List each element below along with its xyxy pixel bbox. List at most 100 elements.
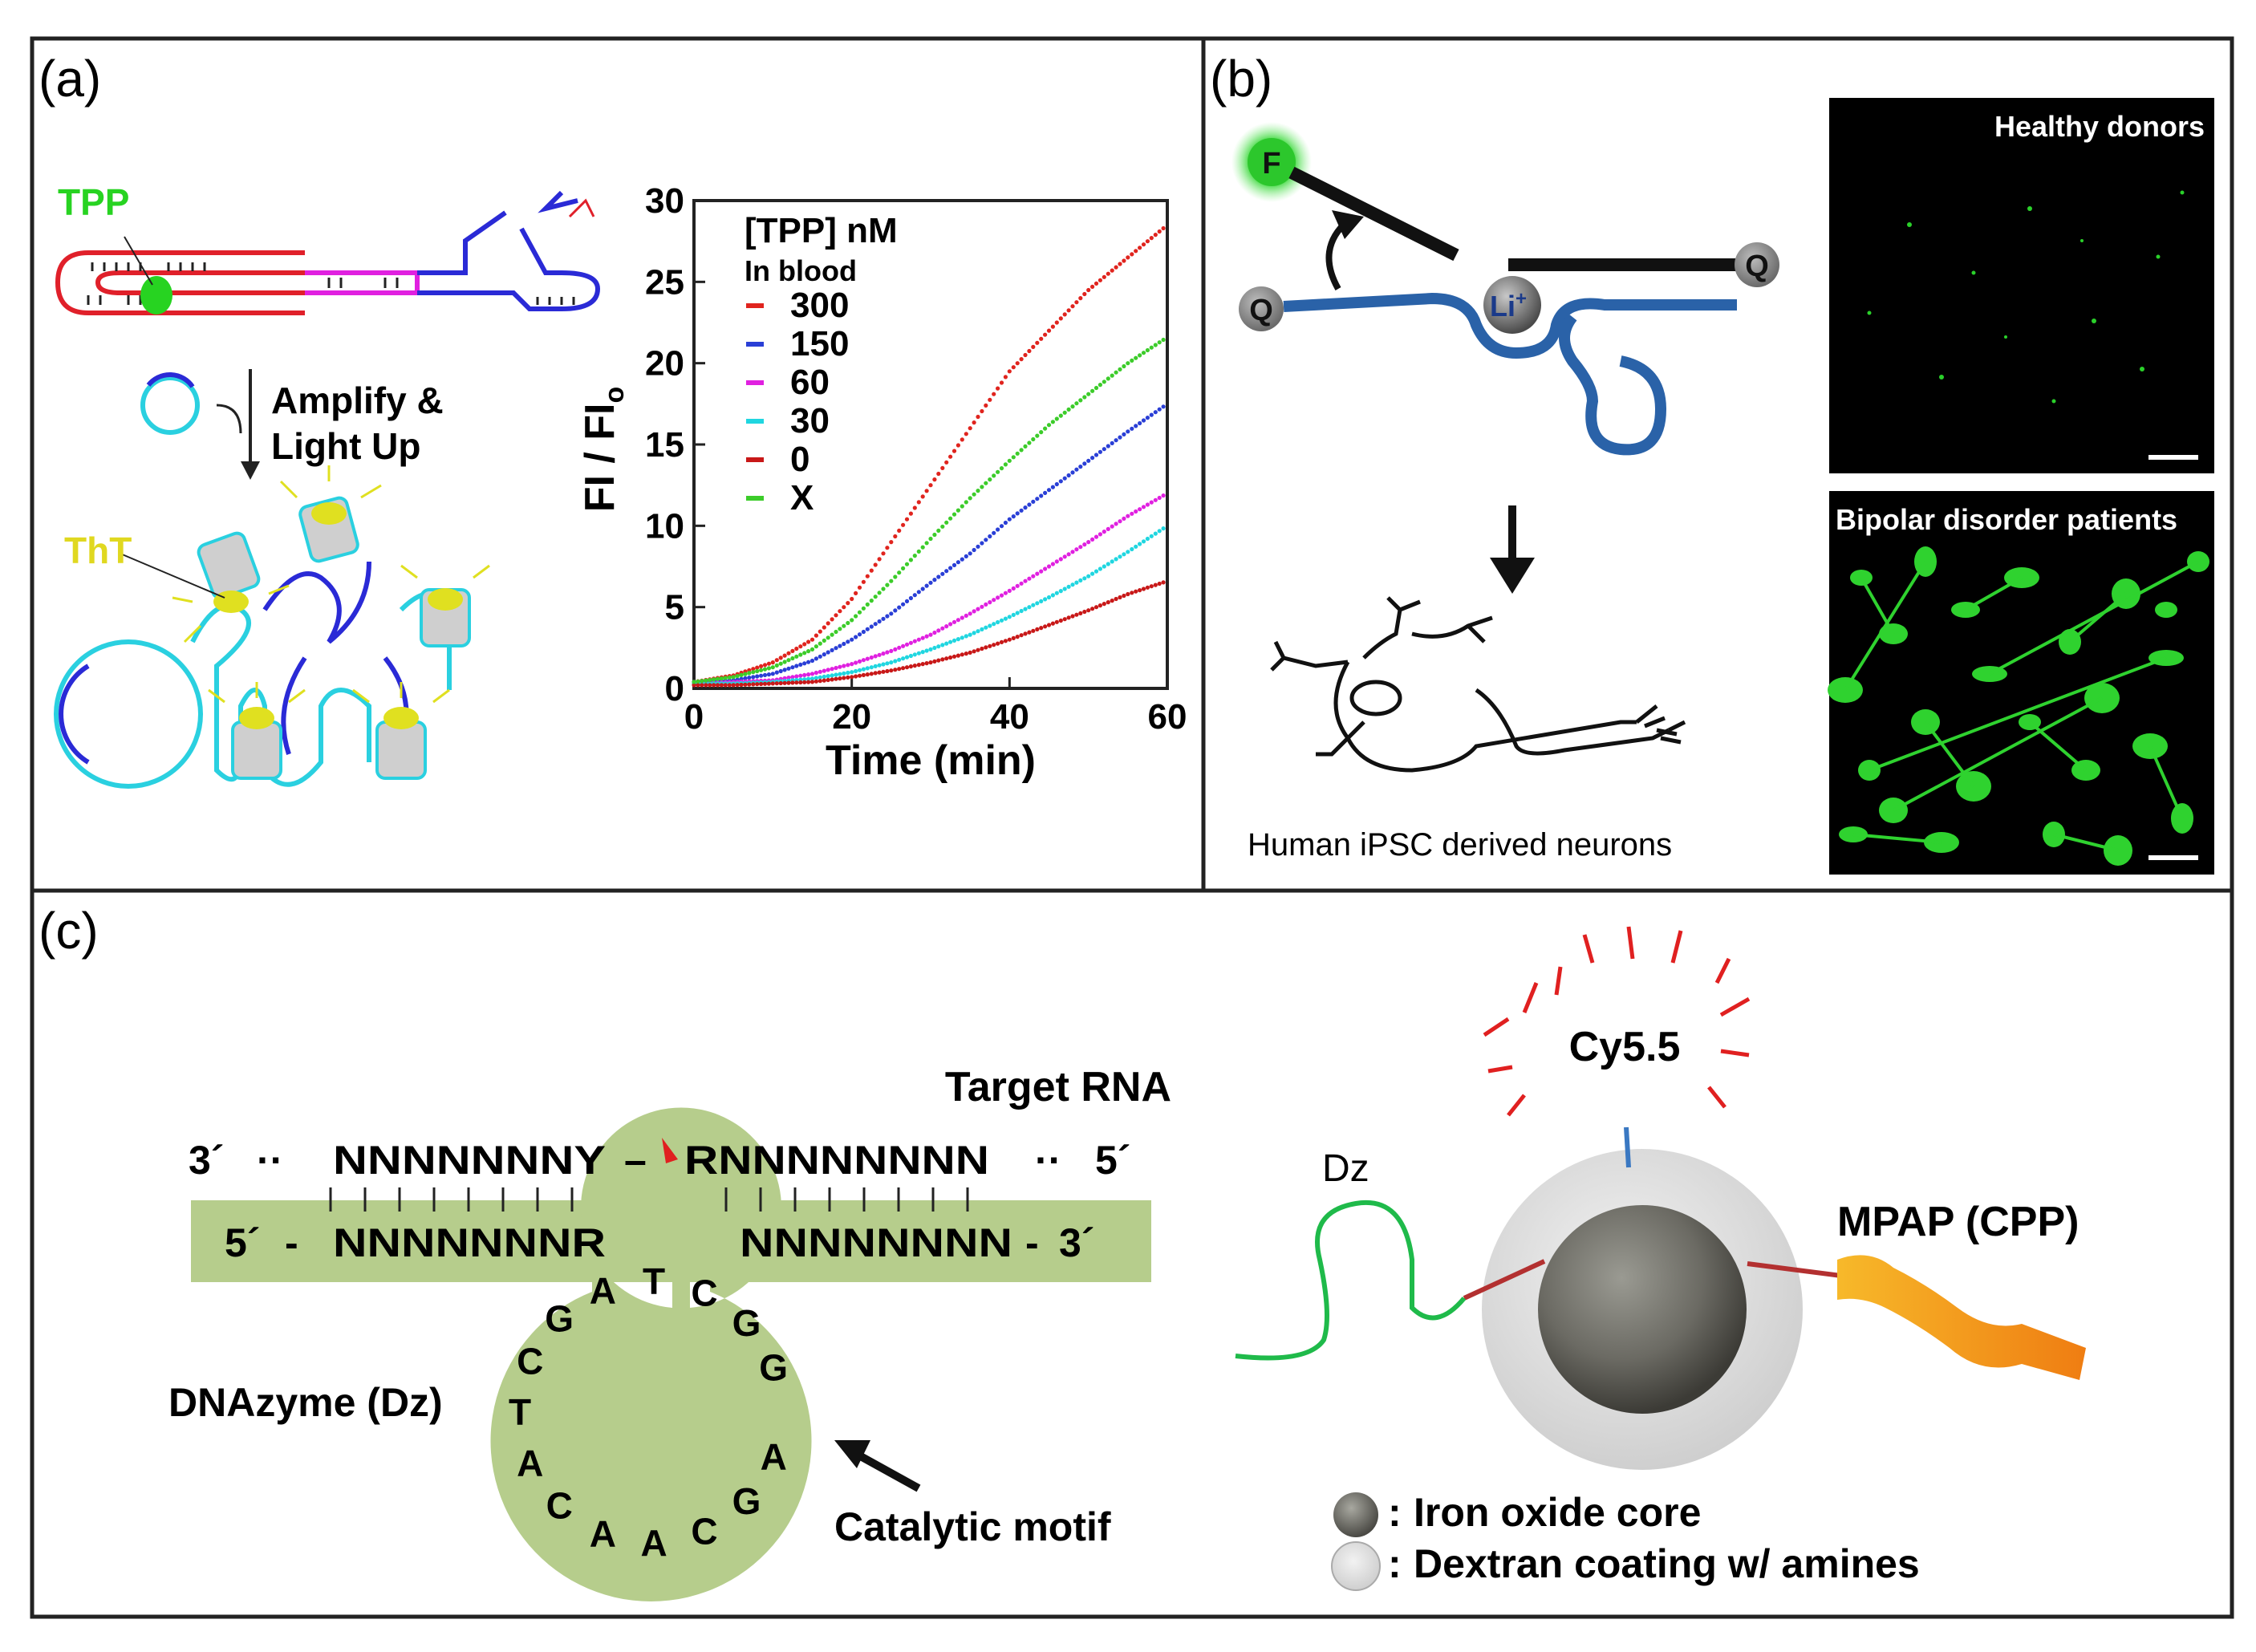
data-point — [865, 627, 870, 631]
data-point — [901, 566, 906, 571]
data-point — [964, 500, 968, 505]
data-point — [996, 469, 1000, 474]
data-point — [1011, 586, 1016, 591]
data-point — [912, 652, 917, 657]
data-point — [948, 655, 953, 660]
data-point — [988, 643, 992, 648]
data-point — [1118, 262, 1122, 266]
data-point — [920, 587, 925, 591]
data-point — [976, 414, 980, 420]
data-point — [826, 668, 830, 672]
series-30 — [692, 526, 1166, 686]
data-point — [850, 662, 854, 667]
mpap-label: MPAP (CPP) — [1837, 1199, 2079, 1245]
loop-base: A — [590, 1269, 616, 1311]
data-point — [1141, 505, 1146, 509]
data-point — [834, 672, 838, 677]
data-point — [1023, 578, 1028, 583]
data-point — [1058, 618, 1063, 623]
data-point — [988, 534, 992, 539]
data-point — [873, 671, 878, 676]
data-point — [770, 660, 775, 665]
data-point — [1035, 571, 1040, 576]
data-point — [1145, 239, 1150, 244]
data-point — [1134, 544, 1138, 549]
data-point — [1134, 509, 1138, 514]
data-point — [1070, 614, 1075, 619]
data-point — [1043, 332, 1048, 337]
data-point — [951, 619, 957, 624]
data-point — [877, 591, 882, 595]
data-point — [1031, 574, 1036, 578]
data-point — [830, 677, 834, 682]
data-point — [1031, 344, 1036, 349]
data-point — [1082, 576, 1087, 581]
data-point — [928, 647, 933, 652]
data-point — [980, 541, 984, 546]
dz-loop — [490, 1107, 812, 1602]
loop-base: A — [517, 1442, 543, 1484]
data-point — [897, 667, 902, 672]
loop-base: A — [590, 1513, 616, 1555]
data-point — [1019, 633, 1024, 638]
dz-strand-icon — [1235, 1199, 1467, 1361]
data-point — [1082, 461, 1087, 466]
chart-series — [692, 225, 1166, 688]
data-point — [786, 676, 791, 680]
data-point — [1066, 473, 1071, 478]
data-point — [1082, 395, 1087, 400]
data-point — [818, 679, 822, 684]
data-point — [904, 665, 910, 670]
data-point — [723, 683, 728, 688]
data-point — [774, 658, 779, 663]
bottom-left-dash: - — [285, 1220, 298, 1265]
loop-base: C — [691, 1272, 717, 1313]
data-point — [1118, 367, 1122, 371]
data-point — [1098, 449, 1102, 454]
data-point — [1078, 611, 1083, 616]
data-point — [1114, 370, 1118, 375]
data-point — [1050, 562, 1055, 566]
quencher-right-label: Q — [1745, 250, 1769, 283]
data-point — [901, 656, 906, 661]
data-point — [1086, 287, 1091, 293]
data-point — [1007, 615, 1012, 619]
data-point — [806, 680, 811, 684]
data-point — [759, 673, 764, 678]
data-point — [755, 682, 760, 687]
data-point — [932, 630, 937, 635]
neurite — [1844, 560, 1927, 692]
neurite — [1852, 833, 1942, 844]
data-point — [916, 590, 921, 595]
data-point — [814, 676, 819, 680]
data-point — [704, 683, 708, 688]
data-point — [1149, 500, 1154, 505]
data-point — [889, 611, 894, 616]
data-point — [1019, 357, 1024, 362]
data-point — [1011, 455, 1016, 460]
data-point — [1070, 470, 1075, 475]
data-point — [1043, 426, 1048, 431]
data-point — [806, 639, 811, 644]
data-point — [968, 426, 972, 431]
data-point — [1019, 448, 1024, 453]
data-point — [904, 517, 910, 522]
data-point — [996, 527, 1000, 532]
data-point — [1050, 621, 1055, 626]
data-point — [951, 654, 957, 659]
nanoparticle-legend: : Iron oxide core : Dextran coating w/ a… — [1331, 1490, 1920, 1591]
data-point — [1153, 233, 1158, 237]
data-point — [1141, 539, 1146, 544]
data-point — [1153, 531, 1158, 536]
data-point — [1145, 416, 1150, 420]
cy55-glow-rays — [1483, 926, 1751, 1117]
data-point — [1066, 615, 1071, 620]
data-point — [912, 505, 917, 510]
data-point — [802, 680, 807, 684]
data-point — [912, 593, 917, 598]
data-point — [972, 649, 976, 654]
data-point — [1145, 536, 1150, 542]
data-point — [1122, 363, 1126, 369]
data-point — [1058, 557, 1063, 562]
